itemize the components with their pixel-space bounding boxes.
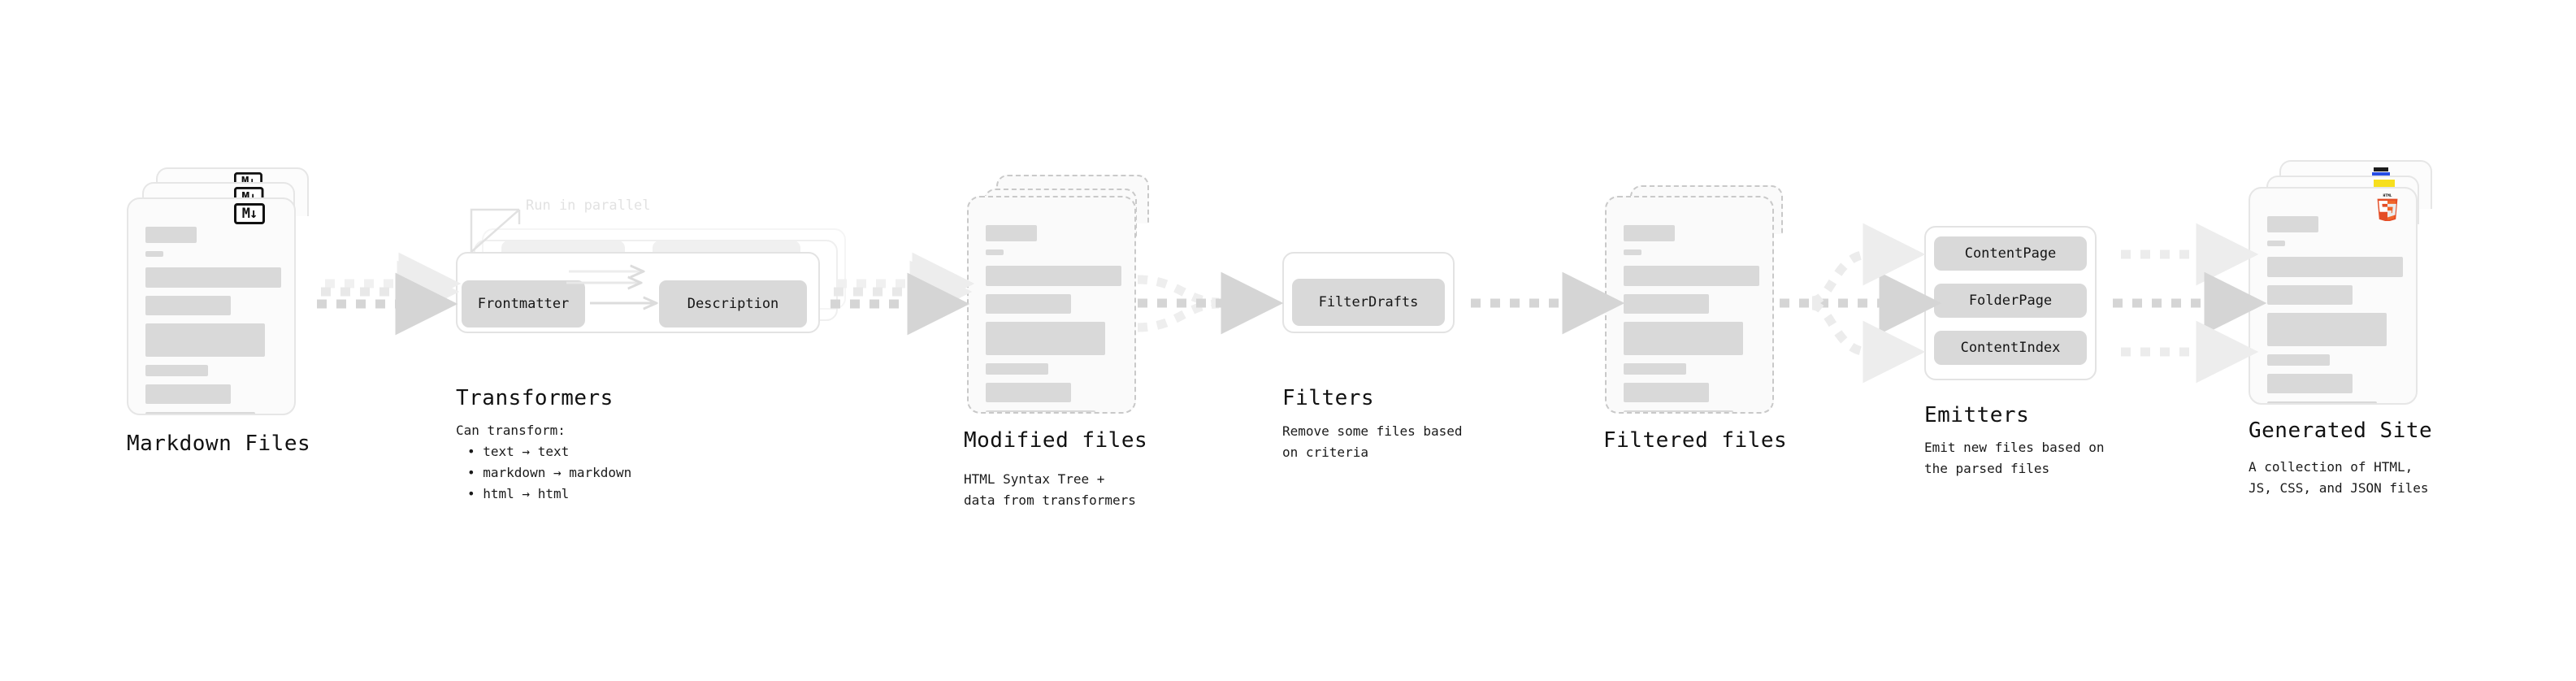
bar [986, 294, 1072, 314]
bar [1624, 322, 1743, 355]
transformers-node-description[interactable]: Description [659, 280, 807, 327]
emitters-title: Emitters [1924, 403, 2030, 427]
bar [1624, 363, 1686, 375]
filtered-card-bars [1624, 225, 1759, 412]
filters-caption-line2: on criteria [1282, 445, 1368, 460]
generated-site-caption-line2: JS, CSS, and JSON files [2249, 480, 2429, 496]
bar [2267, 241, 2285, 246]
transformers-node-frontmatter[interactable]: Frontmatter [462, 280, 585, 327]
markdown-badge-front: M↓ [234, 203, 265, 224]
modified-files-title: Modified files [964, 428, 1148, 453]
emitters-node-contentindex[interactable]: ContentIndex [1934, 331, 2087, 365]
emitters-node-folderpage[interactable]: FolderPage [1934, 284, 2087, 318]
modified-file-card [967, 196, 1136, 414]
bar [1624, 249, 1641, 255]
bar [986, 322, 1105, 355]
bar [145, 323, 265, 357]
bar [145, 365, 208, 376]
filters-node-filterdrafts[interactable]: FilterDrafts [1292, 279, 1445, 326]
run-in-parallel-annotation: Run in parallel [526, 197, 651, 214]
bar [2267, 313, 2387, 346]
bar [1624, 225, 1675, 241]
markdown-card-bars [145, 227, 281, 414]
bar [2267, 285, 2353, 305]
html5-icon: HTML [2375, 193, 2400, 222]
markdown-file-card [127, 197, 296, 415]
bar [1624, 410, 1734, 412]
transformers-title: Transformers [456, 386, 614, 410]
generated-site-caption-line1: A collection of HTML, [2249, 459, 2413, 475]
bar [145, 227, 197, 243]
generated-site-title: Generated Site [2249, 419, 2433, 443]
bar [2267, 216, 2318, 232]
generated-file-card [2249, 187, 2418, 405]
bar [2267, 374, 2353, 393]
bar [986, 383, 1072, 402]
bar [986, 363, 1048, 375]
svg-text:HTML: HTML [2383, 193, 2392, 198]
transformers-caption-item-0: • text → text [467, 444, 570, 459]
bar [2267, 354, 2330, 366]
filters-title: Filters [1282, 386, 1375, 410]
transformers-caption-item-1: • markdown → markdown [467, 465, 632, 480]
arrow-markdown-to-transformers [317, 252, 462, 336]
modified-card-bars [986, 225, 1121, 412]
markdown-files-title: Markdown Files [127, 432, 311, 456]
bar [2267, 257, 2403, 277]
bar [2267, 401, 2378, 403]
bar [145, 251, 163, 257]
arrow-modified-to-filters [1137, 271, 1284, 335]
bar [1624, 383, 1710, 402]
bar [145, 296, 232, 315]
bar [145, 384, 232, 404]
bar [986, 266, 1121, 286]
bar [145, 267, 281, 288]
bar [1624, 294, 1710, 314]
transformers-caption-item-2: • html → html [467, 486, 570, 501]
modified-files-caption-line2: data from transformers [964, 492, 1136, 508]
bar [986, 249, 1004, 255]
bar [1624, 266, 1759, 286]
bar [986, 225, 1037, 241]
bar [986, 410, 1096, 412]
transformers-caption-head: Can transform: [456, 423, 566, 438]
filtered-file-card [1605, 196, 1774, 414]
filters-caption-line1: Remove some files based [1282, 423, 1463, 439]
bar [145, 412, 256, 414]
filtered-files-title: Filtered files [1603, 428, 1788, 453]
generated-card-bars [2267, 216, 2403, 403]
emitters-caption-line1: Emit new files based on [1924, 440, 2105, 455]
arrow-emitters-to-generated [2113, 223, 2267, 384]
arrow-filtered-to-emitters [1780, 223, 1942, 384]
modified-files-caption-line1: HTML Syntax Tree + [964, 471, 1105, 487]
emitters-caption-line2: the parsed files [1924, 461, 2050, 476]
emitters-node-contentpage[interactable]: ContentPage [1934, 236, 2087, 271]
